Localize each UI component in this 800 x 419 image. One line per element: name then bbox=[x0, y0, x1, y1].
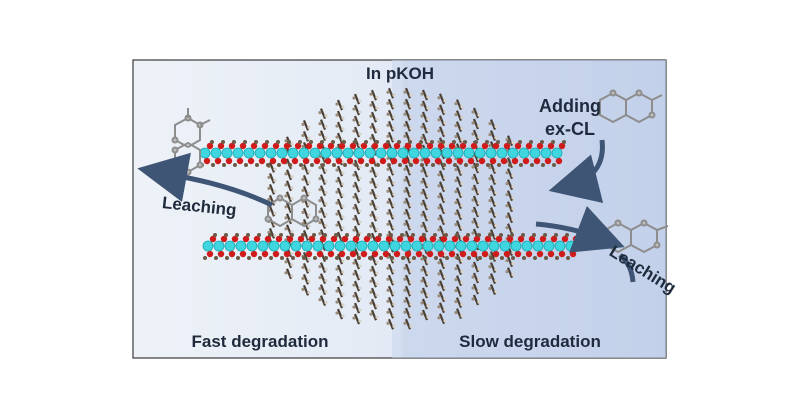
slow-zone-panel bbox=[392, 60, 666, 358]
title-label: In pKOH bbox=[366, 64, 434, 83]
leaching-arrow-right bbox=[535, 205, 625, 253]
side-chain-column bbox=[454, 99, 464, 320]
leaching-arrow-left bbox=[137, 152, 274, 208]
backbone-chain bbox=[202, 233, 580, 260]
side-chain-column bbox=[403, 87, 413, 330]
adding-arrow bbox=[548, 139, 605, 203]
leaching-molecule-mid bbox=[264, 194, 320, 228]
adding-label-line2: ex-CL bbox=[545, 119, 595, 139]
side-chain-column bbox=[505, 135, 515, 279]
side-chain-column bbox=[420, 89, 430, 321]
incoming-molecule-right bbox=[599, 89, 663, 124]
adding-label-line1: Adding bbox=[539, 96, 601, 116]
leaching-arrow-right-tail bbox=[618, 253, 636, 283]
polymer-backbones bbox=[199, 140, 580, 260]
backbone-chain bbox=[199, 140, 566, 167]
fast-degradation-label: Fast degradation bbox=[192, 332, 329, 351]
slow-degradation-label: Slow degradation bbox=[459, 332, 601, 351]
